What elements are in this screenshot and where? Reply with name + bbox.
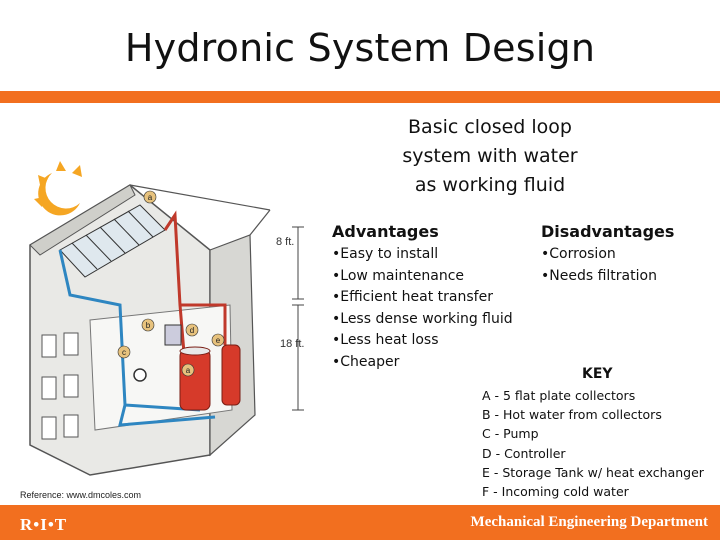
list-item: Cheaper — [332, 352, 513, 374]
storage-tank — [179, 346, 211, 411]
department-name: Mechanical Engineering Department — [470, 514, 708, 530]
cold-pipes — [58, 249, 216, 427]
list-item: Less heat loss — [332, 330, 513, 352]
key-item: E - Storage Tank w/ heat exchanger — [482, 464, 704, 480]
slide-title: Hydronic System Design — [124, 26, 596, 70]
key-item: D - Controller — [482, 445, 566, 461]
marker-label: c — [122, 348, 126, 357]
dimension-lines — [292, 226, 304, 411]
disadvantages-heading: Disadvantages — [541, 222, 675, 241]
rit-logo: R•I•T — [20, 515, 68, 534]
marker-label: a — [186, 366, 191, 375]
controller-box — [164, 324, 182, 346]
subtitle-line: system with water — [402, 145, 578, 167]
key-item: C - Pump — [482, 426, 539, 442]
diagram-markers: a b c d e a — [117, 190, 225, 377]
list-item: Efficient heat transfer — [332, 287, 513, 309]
key-list: A - 5 flat plate collectors B - Hot wate… — [482, 386, 704, 501]
reference-text: Reference: www.dmcoles.com — [20, 490, 142, 500]
subtitle-line: as working fluid — [414, 174, 566, 196]
list-item: Less dense working fluid — [332, 309, 512, 331]
list-item: Low maintenance — [332, 266, 513, 288]
dimension-label-bottom: 18 ft. — [280, 338, 304, 350]
pump-icon — [133, 368, 147, 382]
subtitle: Basic closed loop system with water as w… — [370, 113, 610, 200]
solar-collectors — [59, 204, 166, 278]
dimension-label-top: 8 ft. — [276, 236, 294, 248]
list-item: Needs filtration — [541, 266, 657, 288]
key-heading: KEY — [582, 366, 613, 382]
key-item: A - 5 flat plate collectors — [482, 388, 636, 403]
key-item: B - Hot water from collectors — [482, 407, 662, 423]
hot-pipes — [163, 210, 227, 366]
footer-bar: R•I•T Mechanical Engineering Department — [0, 505, 720, 540]
advantages-heading: Advantages — [332, 222, 439, 241]
marker-label: d — [190, 326, 194, 335]
aux-tank — [221, 344, 241, 406]
list-item: Easy to install — [332, 244, 513, 266]
sun-icon — [34, 161, 82, 216]
title-rule — [0, 91, 720, 103]
disadvantages-list: Corrosion Needs filtration — [541, 244, 657, 287]
marker-label: b — [146, 321, 151, 330]
advantages-list: Easy to install Low maintenance Efficien… — [332, 244, 513, 374]
list-item: Corrosion — [541, 244, 657, 266]
marker-label: e — [216, 336, 221, 345]
house-windows — [41, 332, 79, 440]
key-item: F - Incoming cold water — [482, 484, 629, 500]
hydronic-house-diagram: a b c d e a 8 ft. 18 ft. — [29, 161, 304, 476]
marker-label: a — [148, 193, 153, 202]
subtitle-line: Basic closed loop — [408, 116, 572, 138]
